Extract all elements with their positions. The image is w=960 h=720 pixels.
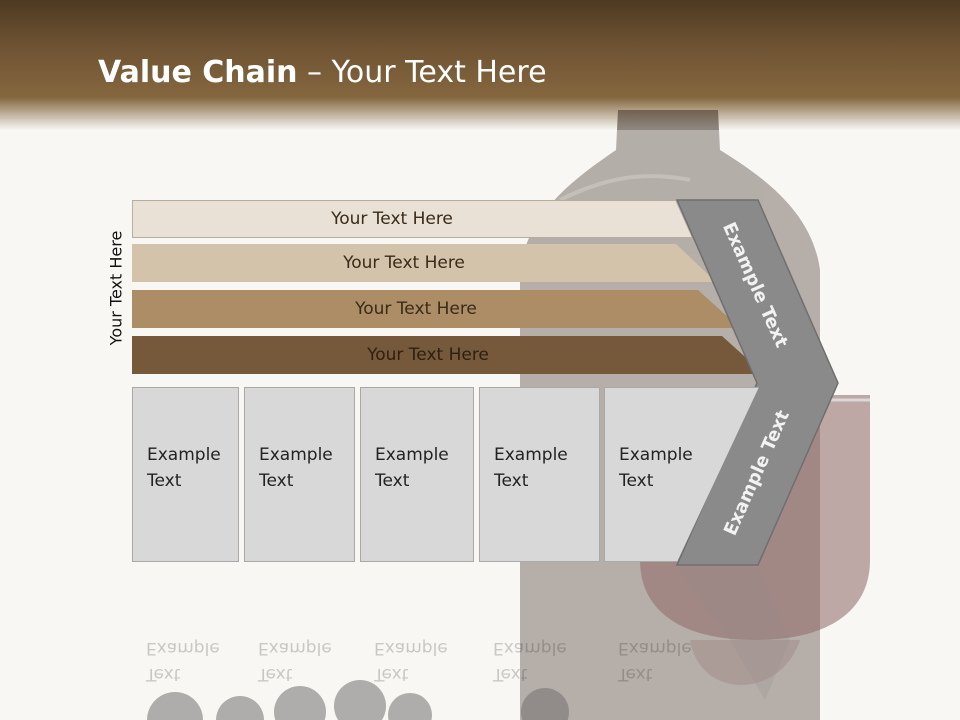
reflection-line1: Example bbox=[146, 638, 220, 658]
column-text-line1: Example bbox=[147, 445, 221, 465]
column-text-line2: Text bbox=[375, 471, 410, 491]
slide-title: Value Chain – Your Text Here bbox=[98, 55, 547, 90]
bar-3: Your Text Here bbox=[132, 290, 740, 328]
column-text-line2: Text bbox=[259, 471, 294, 491]
reflection-line2: Text bbox=[374, 664, 409, 684]
column-reflection: Text Example bbox=[604, 567, 724, 687]
header-band bbox=[0, 0, 960, 130]
reflection-line1: Example bbox=[618, 638, 692, 658]
reflection-line1: Example bbox=[258, 638, 332, 658]
column-reflection: Text Example bbox=[360, 567, 474, 687]
column-reflection: Text Example bbox=[244, 567, 355, 687]
bar-1: Your Text Here bbox=[132, 200, 692, 238]
reflection-line2: Text bbox=[618, 664, 653, 684]
bar-2: Your Text Here bbox=[132, 244, 716, 282]
reflection-line1: Example bbox=[493, 638, 567, 658]
title-bold: Value Chain bbox=[98, 55, 298, 90]
reflection-line2: Text bbox=[493, 664, 528, 684]
column-text-line1: Example bbox=[494, 445, 568, 465]
column-text-line2: Text bbox=[147, 471, 182, 491]
reflection-line1: Example bbox=[374, 638, 448, 658]
column-text-line1: Example bbox=[619, 445, 693, 465]
column-reflection: Text Example bbox=[479, 567, 600, 687]
column-1: Example Text bbox=[132, 387, 239, 562]
column-text-line1: Example bbox=[375, 445, 449, 465]
grapes-image bbox=[147, 680, 569, 720]
reflection-line2: Text bbox=[146, 664, 181, 684]
bar-4: Your Text Here bbox=[132, 336, 764, 374]
column-text-line2: Text bbox=[494, 471, 529, 491]
reflection-line2: Text bbox=[258, 664, 293, 684]
title-rest: – Your Text Here bbox=[297, 55, 547, 90]
column-text-line2: Text bbox=[619, 471, 654, 491]
column-reflection: Text Example bbox=[132, 567, 239, 687]
column-4: Example Text bbox=[479, 387, 600, 562]
column-3: Example Text bbox=[360, 387, 474, 562]
column-text-line1: Example bbox=[259, 445, 333, 465]
column-2: Example Text bbox=[244, 387, 355, 562]
